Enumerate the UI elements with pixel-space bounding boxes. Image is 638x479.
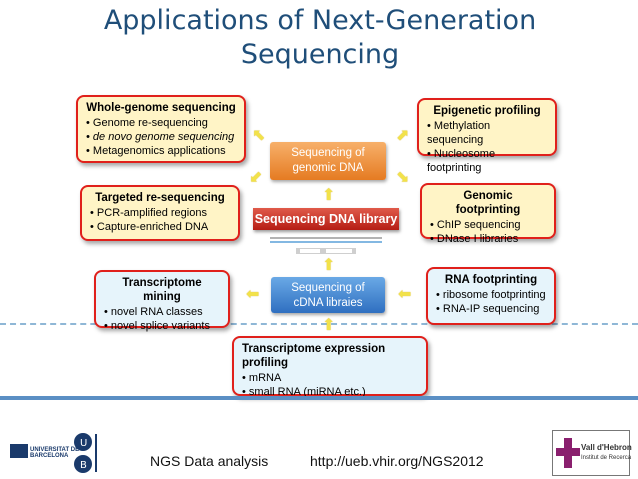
svg-text:B: B — [80, 460, 87, 471]
svg-text:U: U — [80, 438, 87, 449]
cdna-node: Sequencing of cDNA libraies — [271, 277, 385, 313]
targeted-item: Capture-enriched DNA — [90, 220, 230, 234]
footer-url[interactable]: http://ueb.vhir.org/NGS2012 — [310, 453, 484, 469]
rna-footprinting-title: RNA footprinting — [444, 274, 538, 286]
vall-hebron-logo: Vall d'Hebron Institut de Recerca — [552, 430, 632, 476]
vh-cross-icon — [556, 438, 580, 468]
rna-footprinting-item: ribosome footprinting — [436, 288, 546, 302]
sequencing-library-node: Sequencing DNA library — [253, 208, 399, 230]
epigenetic-item: Nucleosome footprinting — [427, 147, 547, 175]
wgs-item: de novo genome sequencing — [86, 130, 236, 144]
ub-emblem-icon: U B — [10, 433, 97, 473]
title-line-2: Sequencing — [240, 39, 400, 70]
expression-profiling-item: small RNA (miRNA etc.) — [242, 385, 418, 399]
genomic-dna-line-2: genomic DNA — [292, 162, 364, 174]
wgs-title: Whole-genome sequencing — [86, 102, 236, 114]
rna-footprinting-box: RNA footprinting ribosome footprinting R… — [426, 267, 556, 325]
transcriptome-mining-item: novel RNA classes — [104, 305, 220, 319]
cdna-line-2: cDNA libraies — [293, 297, 363, 309]
wgs-box: Whole-genome sequencing Genome re-sequen… — [76, 95, 246, 163]
footer-course: NGS Data analysis — [150, 453, 269, 469]
expression-profiling-item: mRNA — [242, 371, 418, 385]
epigenetic-title: Epigenetic profiling — [433, 105, 541, 117]
arrow-icon: ⬈ — [396, 127, 410, 144]
vh-name: Vall d'Hebron — [581, 443, 632, 452]
targeted-title: Targeted re-sequencing — [95, 192, 225, 204]
arrow-up-icon: ⬆ — [322, 317, 336, 334]
vh-subtitle: Institut de Recerca — [581, 455, 632, 461]
epigenetic-item: Methylation sequencing — [427, 119, 547, 147]
genomic-footprinting-item: ChIP sequencing — [430, 218, 546, 232]
arrow-icon: ⬋ — [249, 169, 263, 186]
cdna-line-1: Sequencing of — [291, 282, 365, 294]
arrow-up-icon: ⬆ — [322, 187, 336, 204]
transcriptome-mining-title: Transcriptome mining — [122, 277, 202, 303]
footer-divider — [0, 396, 638, 400]
slide-title: Applications of Next-Generation Sequenci… — [60, 4, 580, 72]
transcriptome-mining-item: novel splice variants — [104, 319, 220, 333]
arrow-icon: ⬊ — [396, 169, 410, 186]
ub-logo-text: UNIVERSITAT DE BARCELONA — [30, 447, 80, 459]
epigenetic-box: Epigenetic profiling Methylation sequenc… — [417, 98, 557, 174]
ub-logo: U B UNIVERSITAT DE BARCELONA — [6, 430, 116, 474]
genomic-dna-line-1: Sequencing of — [291, 147, 365, 159]
wgs-item: Metagenomics applications — [86, 144, 236, 158]
genomic-footprinting-item: DNase I libraries — [430, 232, 546, 246]
genomic-footprinting-title: Genomic footprinting — [455, 190, 521, 216]
dna-fragments-graphic — [270, 237, 382, 254]
targeted-box: Targeted re-sequencing PCR-amplified reg… — [80, 185, 240, 241]
wgs-item: Genome re-sequencing — [86, 116, 236, 130]
transcriptome-mining-box: Transcriptome mining novel RNA classes n… — [94, 270, 230, 332]
title-line-1: Applications of Next-Generation — [103, 5, 537, 36]
targeted-item: PCR-amplified regions — [90, 206, 230, 220]
dashed-divider — [0, 323, 638, 325]
expression-profiling-box: Transcriptome expression profiling mRNA … — [232, 336, 428, 399]
arrow-icon: ⬉ — [252, 127, 266, 144]
genomic-footprinting-box: Genomic footprinting ChIP sequencing DNa… — [420, 183, 556, 245]
arrow-up-icon: ⬆ — [322, 257, 336, 274]
arrow-left-icon: ⬅ — [398, 286, 412, 303]
arrow-left-icon: ⬅ — [246, 286, 260, 303]
rna-footprinting-item: RNA-IP sequencing — [436, 302, 546, 316]
genomic-dna-node: Sequencing of genomic DNA — [270, 142, 386, 180]
expression-profiling-title: Transcriptome expression profiling — [242, 343, 386, 369]
